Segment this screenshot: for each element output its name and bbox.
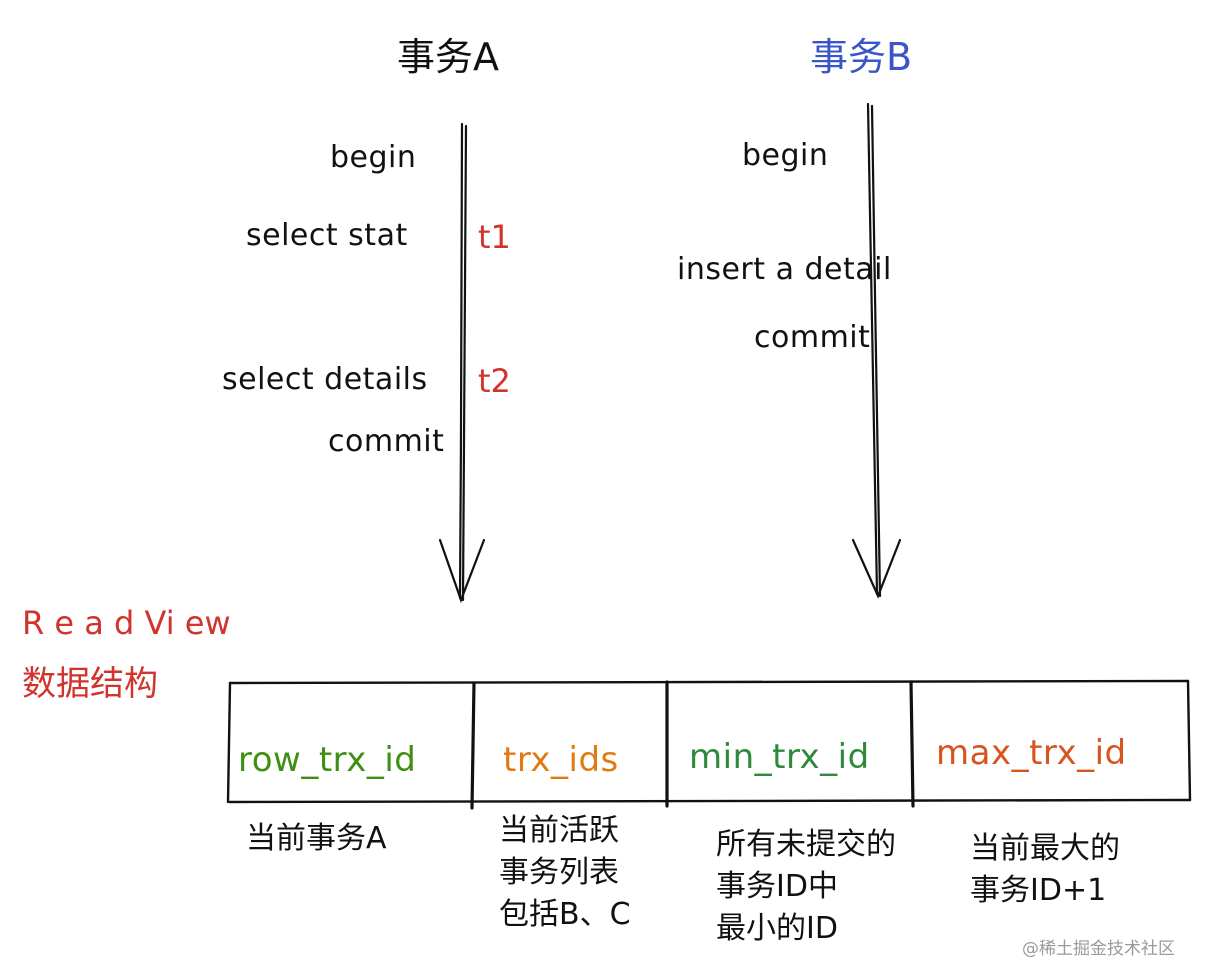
desc-max-trx-id: 当前最大的 事务ID+1: [970, 828, 1120, 912]
timeline-arrow-a: [438, 122, 486, 604]
desc-row-trx-id: 当前事务A: [246, 818, 387, 860]
tx-b-insert: insert a detail: [677, 252, 892, 287]
field-min-trx-id: min_trx_id: [689, 737, 870, 777]
tx-a-commit: commit: [328, 424, 445, 459]
desc-trx-ids: 当前活跃 事务列表 包括B、C: [499, 810, 631, 936]
field-trx-ids: trx_ids: [503, 740, 619, 780]
t1-marker: t1: [478, 218, 511, 256]
tx-a-select-details: select details: [222, 362, 428, 397]
field-max-trx-id: max_trx_id: [936, 733, 1127, 773]
timeline-arrow-b: [851, 102, 902, 599]
desc-line: 所有未提交的: [716, 827, 896, 862]
readview-subtitle: 数据结构: [22, 664, 158, 704]
desc-line: 包括B、C: [499, 897, 631, 932]
readview-title: R e a d Vi ew: [22, 604, 231, 642]
desc-line: 当前活跃: [499, 813, 619, 848]
desc-line: 最小的ID: [716, 911, 838, 946]
desc-line: 当前最大的: [970, 831, 1120, 866]
watermark: @稀土掘金技术社区: [1022, 939, 1175, 959]
desc-line: 事务ID中: [716, 869, 838, 904]
tx-a-begin: begin: [330, 140, 417, 175]
transaction-b-title: 事务B: [810, 35, 913, 79]
tx-b-begin: begin: [742, 138, 829, 173]
transaction-a-title: 事务A: [397, 35, 499, 79]
t2-marker: t2: [478, 362, 511, 400]
desc-line: 当前事务A: [246, 821, 387, 856]
desc-line: 事务列表: [499, 855, 619, 890]
tx-a-select-stat: select stat: [246, 218, 408, 253]
desc-min-trx-id: 所有未提交的 事务ID中 最小的ID: [716, 824, 896, 950]
field-row-trx-id: row_trx_id: [238, 740, 417, 780]
tx-b-commit: commit: [754, 320, 871, 355]
desc-line: 事务ID+1: [970, 873, 1107, 908]
readview-box: [226, 679, 1192, 810]
